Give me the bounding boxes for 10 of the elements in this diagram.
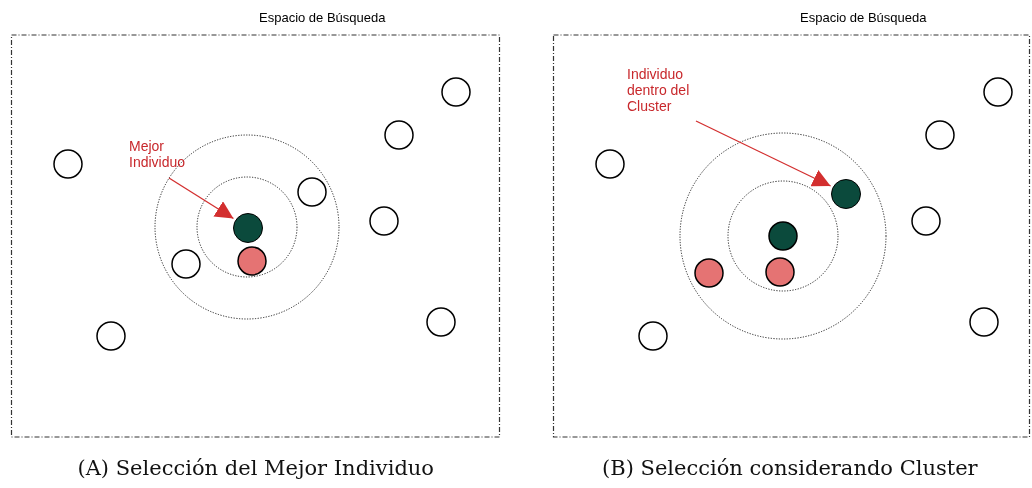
panel-heading: Espacio de Búsqueda [800,10,927,25]
arrow [695,120,832,187]
callout-label: Mejor Individuo [129,138,219,172]
callout-label: Individuo dentro del Cluster [627,66,717,116]
arrow [168,177,235,220]
subfigure-caption: (B) Selección considerando Cluster [602,456,978,480]
individual-circle [831,179,861,209]
panel-heading: Espacio de Búsqueda [259,10,386,25]
subfigure-caption: (A) Selección del Mejor Individuo [77,456,434,480]
individual-circle [233,213,263,243]
